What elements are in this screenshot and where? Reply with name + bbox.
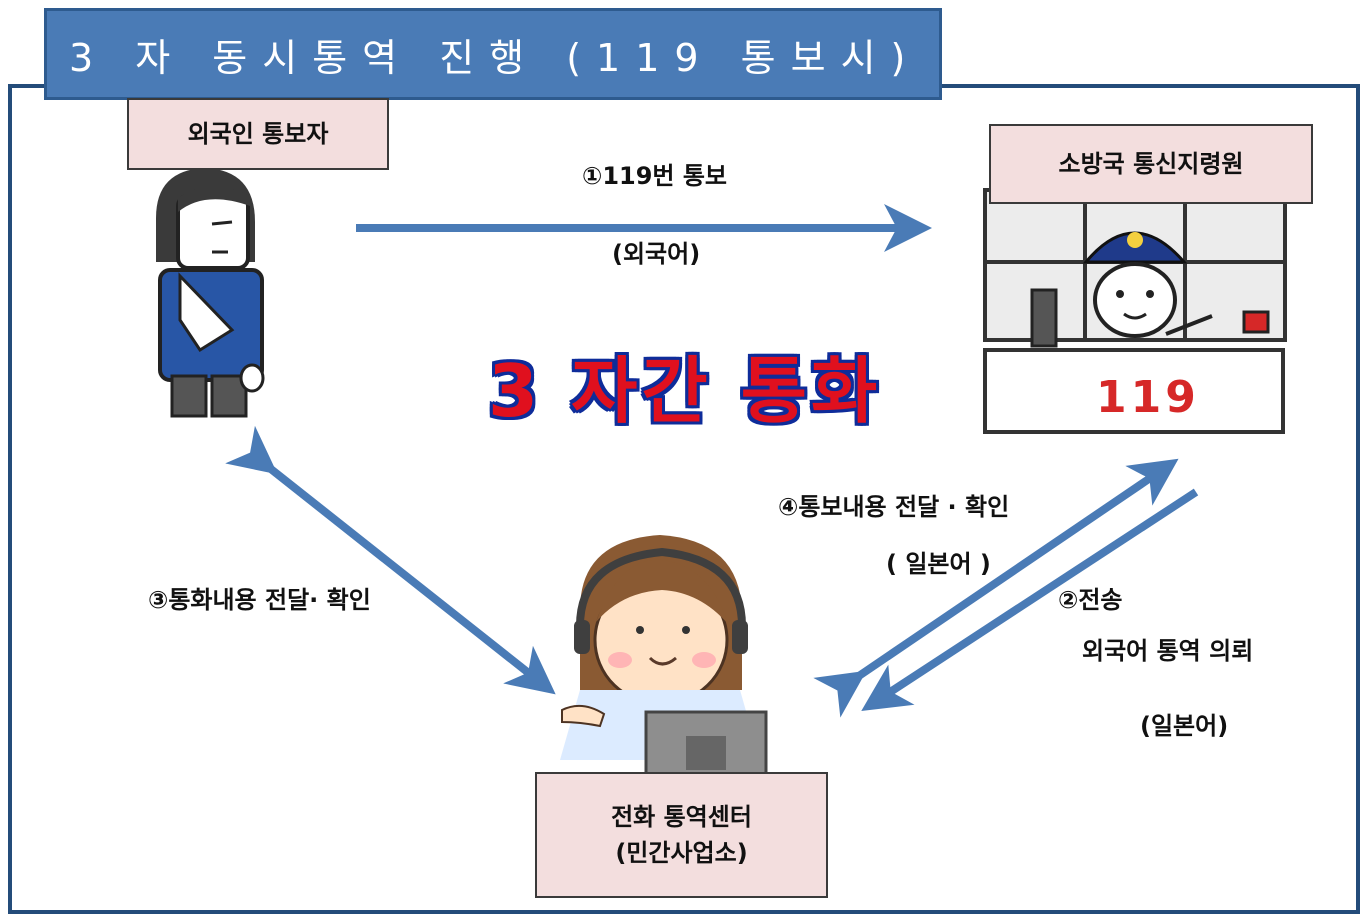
title-banner: 3 자 동시통역 진행 (119 통보시) <box>44 8 942 100</box>
title-text: 3 자 동시통역 진행 (119 통보시) <box>69 35 921 80</box>
arrow-interpreter-dispatcher <box>813 458 1179 718</box>
step4-sublabel: ( 일본어 ) <box>886 550 991 578</box>
arrow-transfer-request <box>861 488 1199 711</box>
step2-sublabel: 외국어 통역 의뢰 <box>1082 637 1254 665</box>
caller-label: 외국인 통보자 <box>127 98 389 170</box>
interpreter-illustration <box>560 535 768 778</box>
step3-label: ③통화내용 전달· 확인 <box>148 586 371 614</box>
caller-label-text: 외국인 통보자 <box>187 120 329 148</box>
step2-language: (일본어) <box>1140 712 1229 740</box>
arrow-caller-interpreter <box>225 425 556 695</box>
step1-label: ①119번 통보 <box>582 162 728 190</box>
three-way-call-heading: 3 자간 통화 <box>488 349 882 433</box>
interpreter-label: 전화 통역센터 (민간사업소) <box>535 772 828 898</box>
step4-label: ④통보내용 전달 · 확인 <box>778 493 1010 521</box>
foreign-caller-illustration <box>156 168 265 418</box>
step2-label: ②전송 <box>1058 586 1123 614</box>
dispatcher-label-text: 소방국 통신지령원 <box>1058 150 1244 178</box>
desk-number: 119 <box>1096 372 1200 423</box>
dispatcher-label: 소방국 통신지령원 <box>989 124 1313 204</box>
step1-sublabel: (외국어) <box>612 240 701 268</box>
interpreter-label-line2: (민간사업소) <box>615 839 748 867</box>
interpreter-label-line1: 전화 통역센터 <box>611 803 752 831</box>
dispatcher-illustration <box>983 188 1287 434</box>
